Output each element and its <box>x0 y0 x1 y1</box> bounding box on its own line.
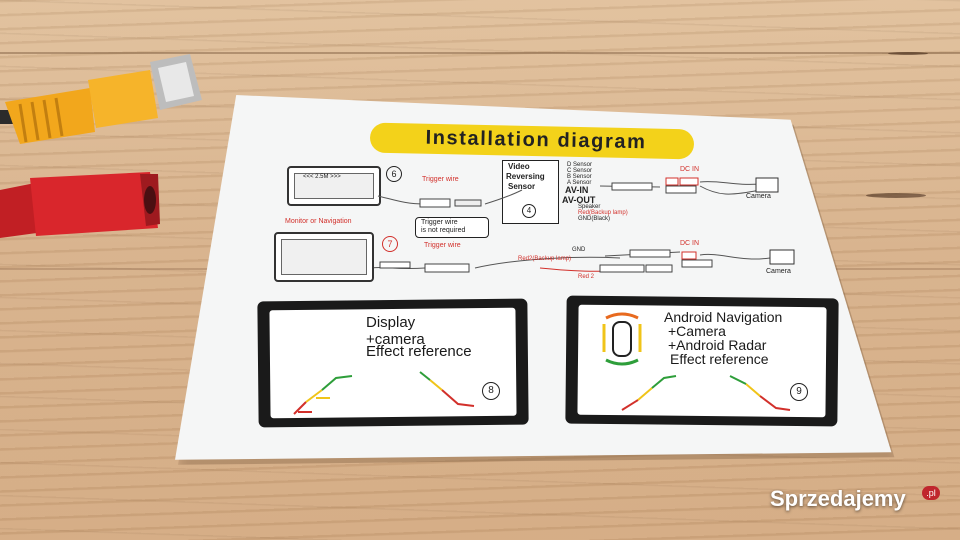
panel8-line: Effect reference <box>366 343 472 360</box>
step-number-9: 9 <box>790 383 808 401</box>
gnd-label: GND <box>572 247 586 253</box>
connector <box>379 261 411 269</box>
connector <box>681 259 713 268</box>
sensor-port: B Sensor <box>567 174 592 180</box>
av-out-label: AV-OUT <box>562 195 596 205</box>
guide-line-green <box>321 375 353 391</box>
camera-connector <box>769 249 795 265</box>
camera-label: Camera <box>746 193 771 200</box>
car-top-view-icon <box>602 312 642 366</box>
panel9-line: Android Navigation <box>664 309 783 325</box>
monitor-screen-label: <<< 2.5M >>> <box>303 174 341 180</box>
sensor-box <box>502 160 559 224</box>
trigger-wire-note: Trigger wire is not required <box>421 219 466 234</box>
dc-connector <box>679 177 699 186</box>
backup-lamp-label: Red(Backup lamp) <box>578 210 628 216</box>
connector <box>419 198 451 208</box>
dc-in-label: DC IN <box>680 166 700 173</box>
red2-label: Red 2 <box>578 274 595 280</box>
yellow-rca-cable <box>0 54 202 144</box>
sensor-box-line: Video <box>508 162 530 171</box>
sensor-port: A Sensor <box>567 180 592 186</box>
step-number-8: 8 <box>482 382 500 400</box>
camera-label: Camera <box>766 268 791 275</box>
sensor-port: C Sensor <box>567 168 593 174</box>
trigger-wire-label: Trigger wire <box>422 176 459 183</box>
panel8-line: +camera <box>366 331 425 348</box>
wire <box>699 181 761 185</box>
parking-guide-lines <box>621 375 791 411</box>
panel9-line: +Camera <box>668 323 726 339</box>
monitor-drawing: <<< 2.5M >>> <box>287 166 381 206</box>
av-in-label: AV-IN <box>565 185 589 195</box>
monitor-drawing <box>274 232 374 282</box>
connector <box>424 263 470 273</box>
gnd-label: GND(Black) <box>578 216 611 222</box>
dc-connector <box>681 251 697 260</box>
plank-seam <box>0 52 960 54</box>
connector <box>665 185 697 194</box>
red2-backup-label: Red2(Backup lamp) <box>518 256 572 262</box>
dc-connector <box>665 177 679 186</box>
wire <box>699 185 761 195</box>
watermark-suffix: .pl <box>922 486 940 500</box>
panel9-line: +Android Radar <box>668 337 767 353</box>
connector <box>454 199 482 207</box>
step-number-4: 4 <box>522 204 536 218</box>
connector <box>611 182 653 191</box>
sensor-box-line: Reversing <box>506 172 545 181</box>
monitor-screen <box>281 239 367 275</box>
guide-line-yellow <box>305 389 323 403</box>
guide-line-green <box>419 371 431 381</box>
step-number-7: 7 <box>382 236 398 252</box>
wood-knot <box>866 193 926 198</box>
guide-line-red <box>441 389 475 407</box>
red-rca-cable <box>0 172 160 238</box>
wire <box>484 189 523 205</box>
speaker-label: Speaker <box>578 204 601 210</box>
monitor-caption: Monitor or Navigation <box>285 218 352 225</box>
guide-line-red <box>293 401 307 415</box>
wood-knot <box>888 52 928 55</box>
connector <box>629 249 671 258</box>
connector <box>599 264 645 273</box>
trigger-wire-label: Trigger wire <box>424 242 461 249</box>
trigger-wire-note-box <box>415 217 489 238</box>
sensor-box-line: Sensor <box>508 182 536 191</box>
watermark-logo: Sprzedajemy <box>770 486 906 511</box>
guide-line-yellow <box>429 379 443 391</box>
panel9-line: Effect reference <box>670 351 769 367</box>
dc-in-label: DC IN <box>680 240 700 247</box>
panel8-line: Display <box>366 314 416 331</box>
monitor-screen <box>294 173 374 199</box>
connector <box>645 264 673 273</box>
step-number-6: 6 <box>386 166 402 182</box>
sensor-port: D Sensor <box>567 162 593 168</box>
camera-connector <box>755 177 779 193</box>
